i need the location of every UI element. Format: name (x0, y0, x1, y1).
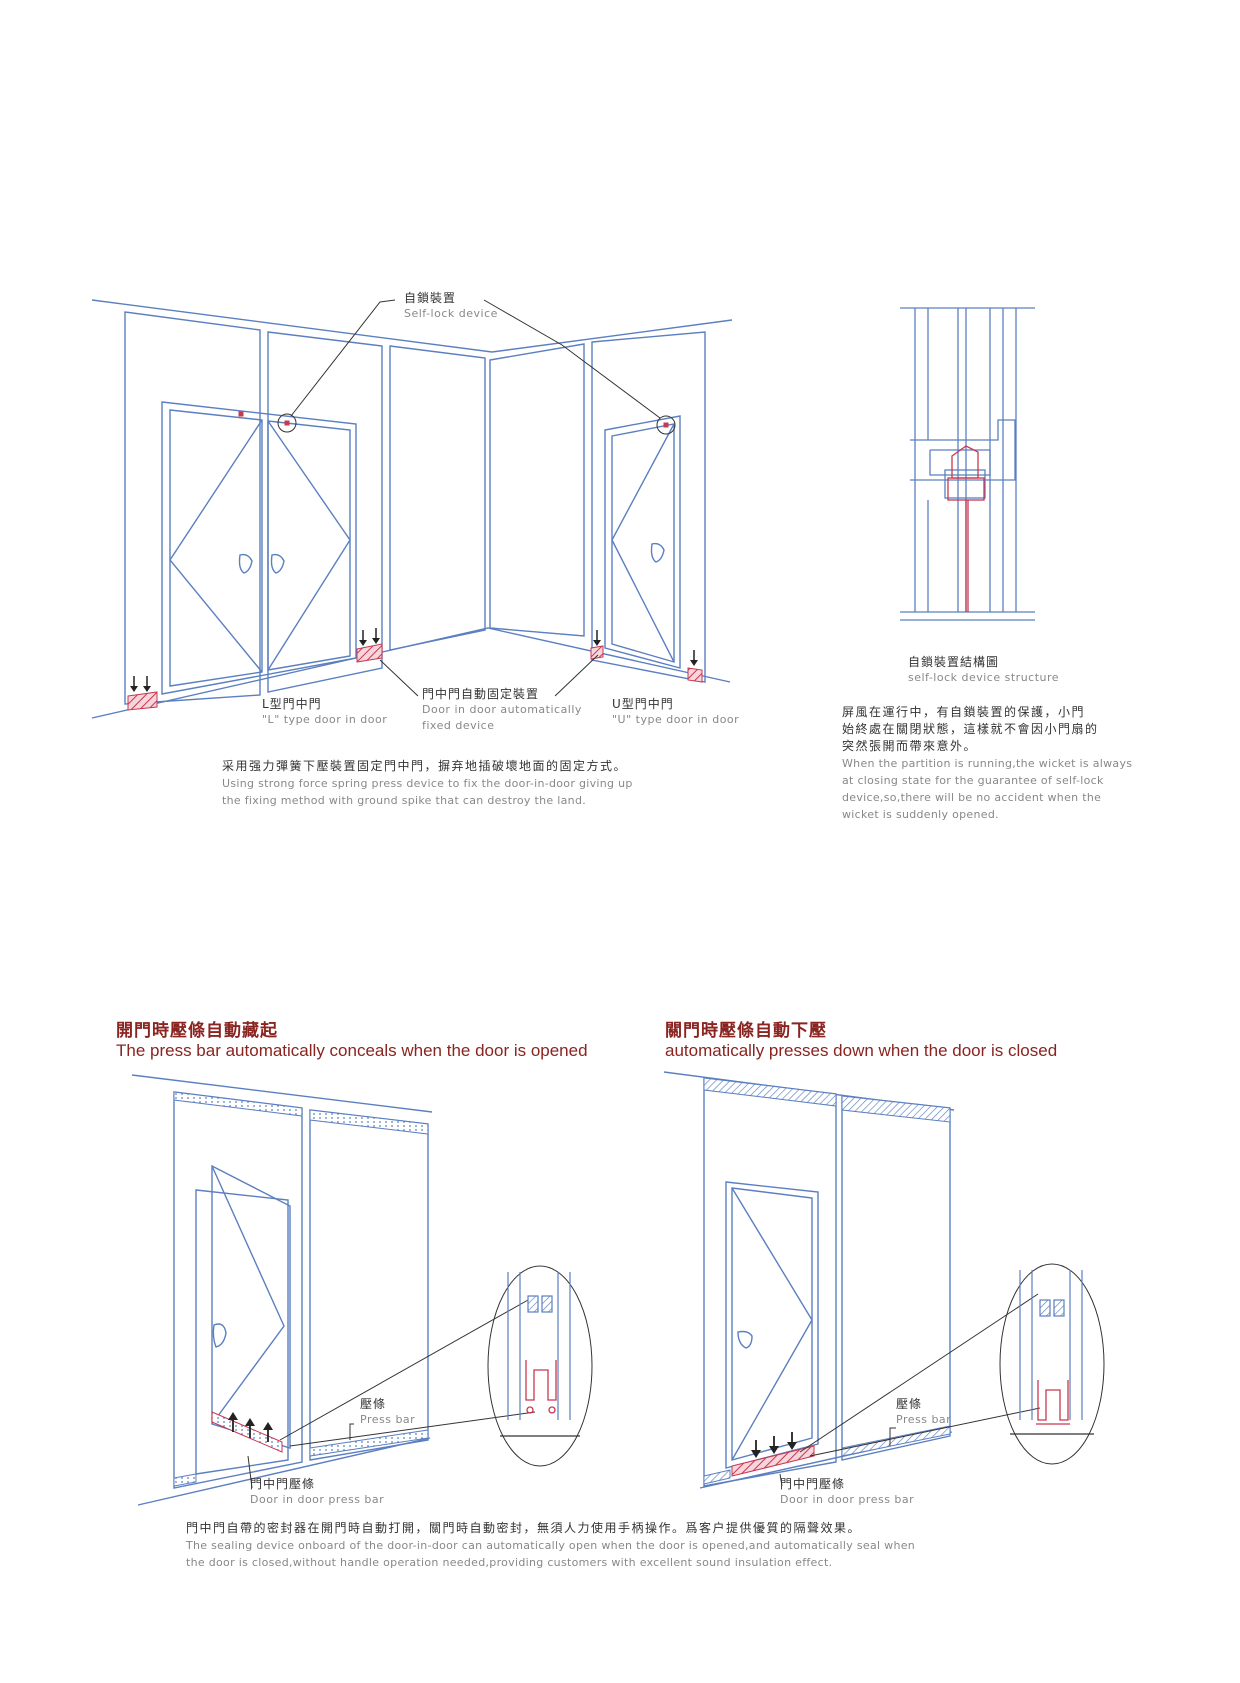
door-in-door-perspective (91, 299, 733, 719)
running-caption-en1: When the partition is running,the wicket… (842, 757, 1133, 770)
hatched-header-strips (703, 1077, 951, 1485)
lowered-press-bar (731, 1445, 815, 1477)
self-lock-label: 自鎖裝置 Self-lock device (404, 290, 498, 322)
dotted-header-strips (173, 1091, 429, 1487)
sealing-caption-en2: the door is closed,without handle operat… (186, 1556, 833, 1569)
running-caption-zh2: 始終處在關閉狀態，這樣就不會因小門扇的 (842, 722, 1099, 736)
running-caption-zh3: 突然張開而帶來意外。 (842, 739, 978, 753)
structure-label: 自鎖裝置結構圖 self-lock device structure (908, 654, 1059, 686)
did-press-bar-label-open-en: Door in door press bar (250, 1493, 385, 1506)
running-caption-en4: wicket is suddenly opened. (842, 808, 999, 821)
open-heading-zh: 開門時壓條自動藏起 (116, 1021, 278, 1041)
auto-fixed-label-en1: Door in door automatically (422, 703, 582, 716)
l-type-label-zh: L型門中門 (262, 697, 322, 711)
u-type-label: U型門中門 "U" type door in door (612, 696, 739, 728)
press-bar-label-open-zh: 壓條 (360, 1397, 387, 1411)
self-lock-bolt (947, 445, 985, 612)
did-press-bar-label-closed-zh: 門中門壓條 (780, 1477, 846, 1491)
detail-inner-closed (1010, 1270, 1094, 1435)
fixing-caption-en2: the fixing method with ground spike that… (222, 794, 587, 807)
running-caption: 屏風在運行中，有自鎖裝置的保護，小門 始終處在關閉狀態，這樣就不會因小門扇的 突… (842, 704, 1132, 823)
press-bar-label-open-en: Press bar (360, 1413, 416, 1426)
down-arrow-icons (130, 628, 698, 692)
detail-callout-open (247, 1265, 593, 1489)
sealing-caption-zh: 門中門自帶的密封器在開門時自動打開，關門時自動密封，無須人力使用手柄操作。爲客户… (186, 1521, 862, 1535)
raised-press-bar (211, 1411, 283, 1453)
press-bar-label-closed: 壓條 Press bar (896, 1396, 951, 1428)
press-bar-label-closed-en: Press bar (896, 1413, 952, 1426)
door-opened-drawing (131, 1074, 433, 1506)
fixing-caption-zh: 采用强力彈簧下壓裝置固定門中門，摒弃地插破壞地面的固定方式。 (222, 759, 628, 773)
auto-fixed-label-zh: 門中門自動固定裝置 (422, 687, 540, 701)
fixing-caption-en1: Using strong force spring press device t… (222, 777, 633, 790)
up-arrow-icons (228, 1412, 273, 1442)
l-type-label-en: "L" type door in door (262, 713, 388, 726)
structure-label-zh: 自鎖裝置結構圖 (908, 655, 1000, 669)
structure-label-en: self-lock device structure (908, 671, 1060, 684)
close-heading-en: automatically presses down when the door… (665, 1041, 1058, 1060)
did-press-bar-label-open-zh: 門中門壓條 (250, 1477, 316, 1491)
did-press-bar-label-closed: 門中門壓條 Door in door press bar (780, 1476, 914, 1508)
running-caption-zh1: 屏風在運行中，有自鎖裝置的保護，小門 (842, 705, 1086, 719)
close-heading-zh: 關門時壓條自動下壓 (665, 1021, 827, 1041)
l-type-label: L型門中門 "L" type door in door (262, 696, 387, 728)
auto-fixed-label: 門中門自動固定裝置 Door in door automatically fix… (422, 686, 582, 734)
down-arrow-icons-closed (751, 1432, 797, 1458)
detail-callout-closed (779, 1263, 1105, 1487)
self-lock-structure-drawing (900, 307, 1035, 621)
detail-seal-closed (1036, 1380, 1070, 1425)
close-heading: 關門時壓條自動下壓 automatically presses down whe… (665, 1016, 1057, 1061)
self-lock-label-zh: 自鎖裝置 (404, 291, 457, 305)
spring-press-pads (127, 411, 703, 711)
open-heading-en: The press bar automatically conceals whe… (116, 1041, 588, 1060)
detail-inner-open (500, 1272, 580, 1437)
press-bar-label-closed-zh: 壓條 (896, 1397, 923, 1411)
leader-lines (290, 299, 661, 697)
auto-fixed-label-en2: fixed device (422, 719, 495, 732)
self-lock-label-en: Self-lock device (404, 307, 498, 320)
sealing-caption: 門中門自帶的密封器在開門時自動打開，關門時自動密封，無須人力使用手柄操作。爲客户… (186, 1520, 915, 1571)
running-caption-en2: at closing state for the guarantee of se… (842, 774, 1104, 787)
press-bar-label-open: 壓條 Press bar (360, 1396, 415, 1428)
open-heading: 開門時壓條自動藏起 The press bar automatically co… (116, 1016, 588, 1061)
running-caption-en3: device,so,there will be no accident when… (842, 791, 1102, 804)
fixing-caption: 采用强力彈簧下壓裝置固定門中門，摒弃地插破壞地面的固定方式。 Using str… (222, 758, 633, 809)
sealing-caption-en1: The sealing device onboard of the door-i… (186, 1539, 916, 1552)
detail-seal-open (525, 1360, 557, 1414)
did-press-bar-label-closed-en: Door in door press bar (780, 1493, 915, 1506)
u-type-label-zh: U型門中門 (612, 697, 674, 711)
did-press-bar-label-open: 門中門壓條 Door in door press bar (250, 1476, 384, 1508)
u-type-label-en: "U" type door in door (612, 713, 740, 726)
